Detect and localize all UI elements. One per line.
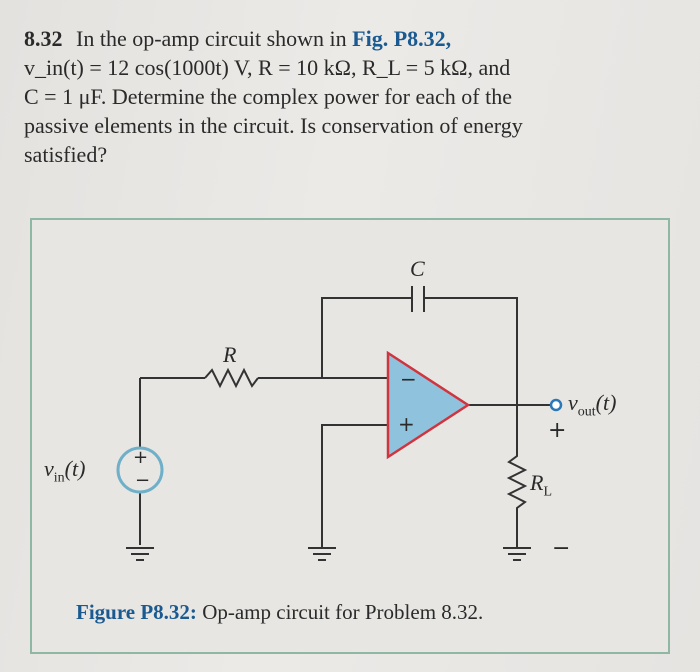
resistor-rl-label: RL: [530, 470, 553, 500]
ground-noninverting: [308, 547, 336, 561]
resistor-rl: [506, 405, 528, 548]
opamp-inverting-sign: −: [400, 367, 417, 391]
resistor-r-label: R: [223, 342, 237, 367]
problem-line1-text: In the op-amp circuit shown in: [76, 26, 347, 51]
opamp-triangle-icon: [386, 350, 471, 460]
problem-statement: 8.32 In the op-amp circuit shown in Fig.…: [24, 24, 680, 169]
output-minus-sign: −: [552, 536, 571, 561]
source-plus-sign: +: [133, 447, 149, 468]
problem-number: 8.32: [24, 26, 63, 51]
figure-p8-32: [30, 218, 670, 654]
vin-label: vin(t): [44, 456, 86, 486]
problem-line-1: 8.32 In the op-amp circuit shown in Fig.…: [24, 24, 680, 53]
wire-noninverting-ground: [321, 424, 388, 548]
wire-feedback-left: [321, 297, 412, 378]
wire-feedback-right: [424, 297, 518, 405]
figure-reference: Fig. P8.32,: [352, 26, 452, 51]
capacitor-label: C: [410, 256, 425, 281]
output-plus-sign: +: [548, 418, 567, 443]
figure-caption: Figure P8.32: Op-amp circuit for Problem…: [76, 600, 483, 625]
problem-line-4: passive elements in the circuit. Is cons…: [24, 113, 523, 138]
resistor-r: [204, 367, 259, 389]
voltage-source-icon: [116, 446, 164, 494]
vout-label: vout(t): [568, 390, 617, 420]
ground-source: [126, 547, 154, 561]
problem-line-2: v_in(t) = 12 cos(1000t) V, R = 10 kΩ, R_…: [24, 55, 511, 80]
ground-load: [503, 547, 531, 561]
problem-line-5: satisfied?: [24, 142, 108, 167]
source-minus-sign: −: [135, 470, 151, 491]
caption-text: Op-amp circuit for Problem 8.32.: [202, 600, 484, 624]
problem-line-3: C = 1 μF. Determine the complex power fo…: [24, 84, 512, 109]
output-terminal: [549, 398, 563, 412]
caption-label: Figure P8.32:: [76, 600, 197, 624]
opamp-noninverting-sign: +: [398, 412, 415, 436]
